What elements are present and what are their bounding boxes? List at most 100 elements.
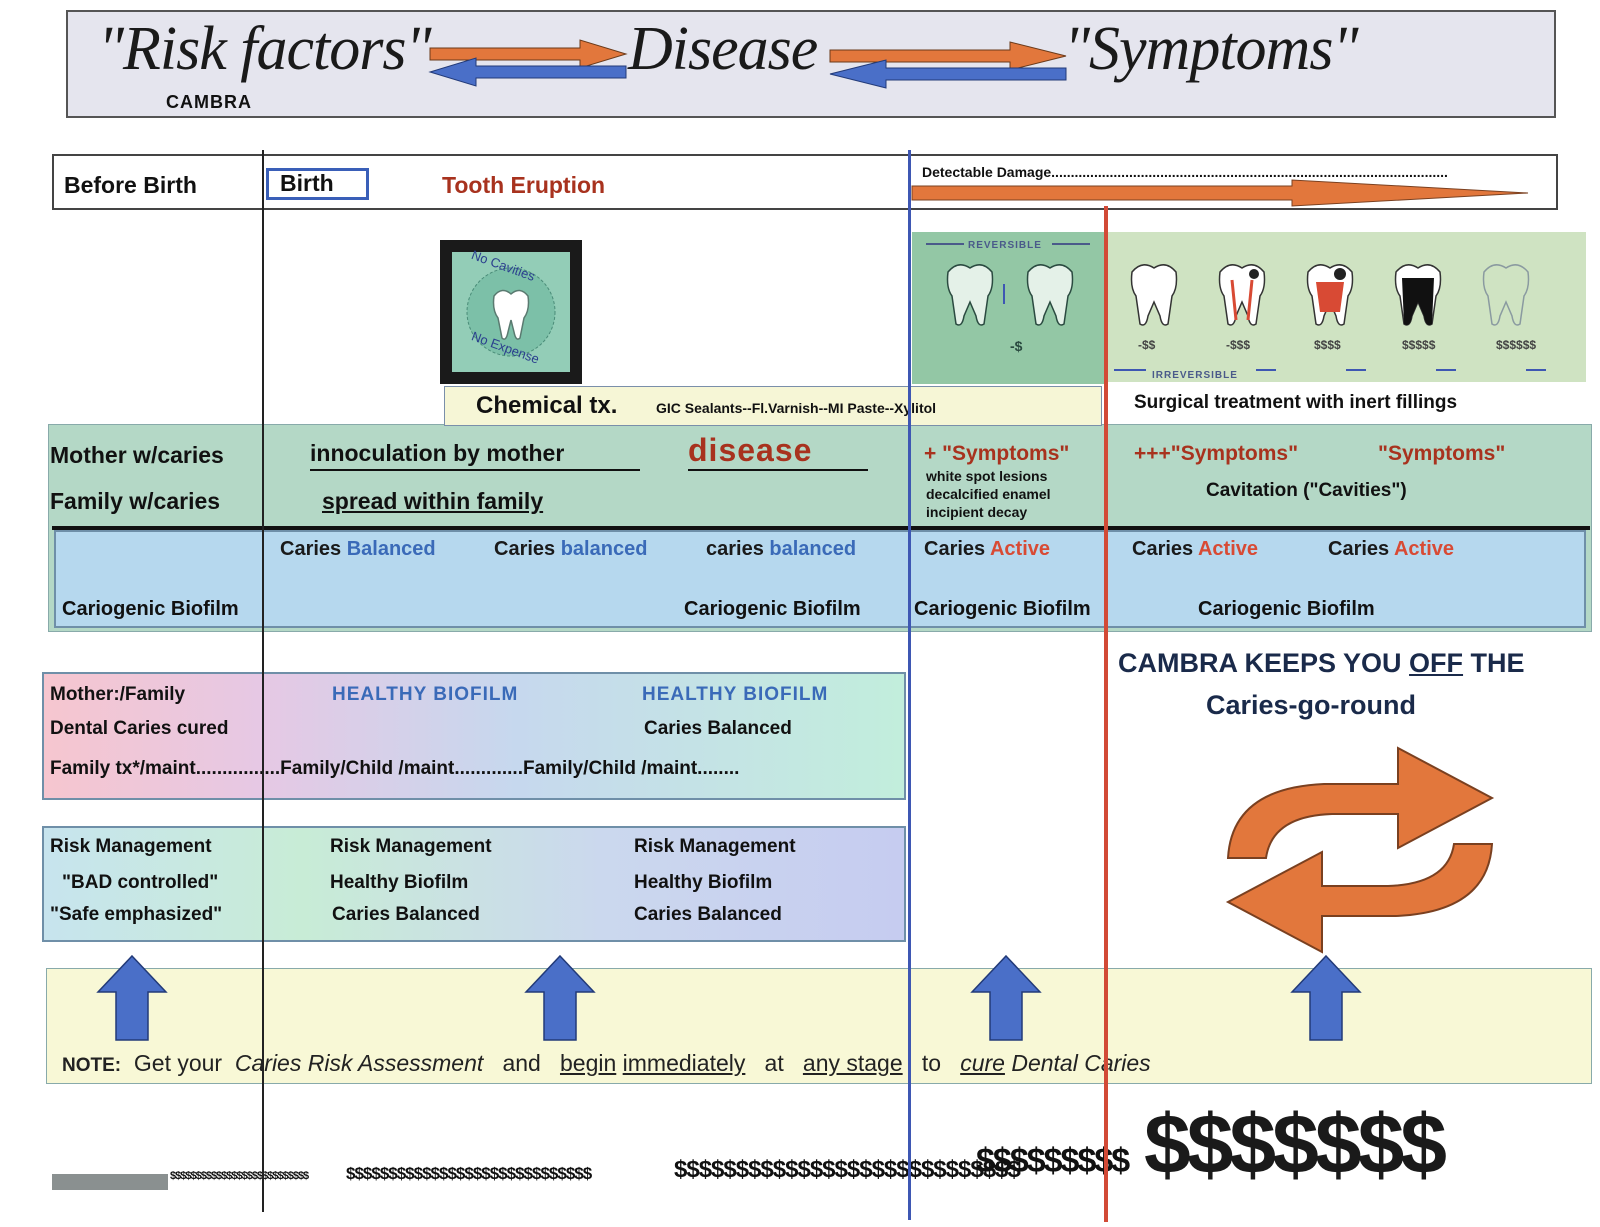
title-symptoms: "Symptoms" xyxy=(1064,15,1358,83)
mother-family-label: Mother:/Family xyxy=(50,684,186,705)
note-get-your: Get your xyxy=(133,1050,223,1076)
note-assessment: Caries Risk Assessment xyxy=(234,1050,484,1076)
innoculation-label: innoculation by mother xyxy=(310,440,640,471)
reversible-teeth-panel xyxy=(912,232,1104,384)
caries-word: Caries xyxy=(924,538,986,560)
note-at: at xyxy=(764,1050,784,1076)
caries-word: Caries xyxy=(1328,538,1390,560)
decalcified-enamel: decalcified enamel xyxy=(926,486,1051,502)
risk-healthy-biofilm-1: Healthy Biofilm xyxy=(330,872,469,893)
plus-symptoms: + "Symptoms" xyxy=(924,442,1070,465)
irreversible-divider-line xyxy=(1104,206,1108,1222)
detectable-divider-line xyxy=(908,150,911,1220)
note-to: to xyxy=(921,1050,942,1076)
risk-management-box xyxy=(42,826,906,942)
spread-label: spread within family xyxy=(322,488,544,514)
healthy-biofilm-2: HEALTHY BIOFILM xyxy=(642,684,829,705)
cariogenic-biofilm-4: Cariogenic Biofilm xyxy=(1198,598,1375,620)
birth-box xyxy=(266,168,369,200)
maintenance-line: Family tx*/maint................Family/C… xyxy=(50,758,740,779)
risk-management-2: Risk Management xyxy=(330,836,492,857)
caries-active-2: Caries Active xyxy=(1132,538,1258,561)
irreversible-tooth-icons xyxy=(1114,264,1546,371)
active-word: Active xyxy=(1197,538,1259,560)
risk-healthy-biofilm-2: Healthy Biofilm xyxy=(634,872,773,893)
note-line: NOTE: Get your Caries Risk Assessment an… xyxy=(62,1050,1151,1077)
balanced-word: Balanced xyxy=(346,538,436,560)
risk-management-3: Risk Management xyxy=(634,836,796,857)
cariogenic-biofilm-1: Cariogenic Biofilm xyxy=(62,598,239,620)
biofilm-band xyxy=(54,530,1586,628)
family-caries-balanced: Caries Balanced xyxy=(644,718,792,739)
balanced-word: balanced xyxy=(769,538,857,560)
cavitation-label: Cavitation ("Cavities") xyxy=(1206,480,1407,501)
title-banner xyxy=(66,10,1556,118)
title-cambra: CAMBRA xyxy=(166,92,252,112)
note-immediately: immediately xyxy=(622,1050,746,1076)
slogan-text: CAMBRA KEEPS YOU xyxy=(1118,648,1410,678)
balanced-word: balanced xyxy=(560,538,648,560)
cariogenic-biofilm-2: Cariogenic Biofilm xyxy=(684,598,861,620)
timeline-before-birth: Before Birth xyxy=(64,172,197,198)
cost-scale-large: $$$$$$$$$$$$$$$$$$$$$$$$$$$$ xyxy=(674,1156,1021,1183)
detectable-damage-arrow xyxy=(911,179,1529,207)
active-word: Active xyxy=(989,538,1051,560)
up-arrow-icon xyxy=(96,954,168,1041)
note-any-stage: any stage xyxy=(802,1050,903,1076)
reversible-tooth-icons xyxy=(926,243,1090,326)
slogan-off: OFF xyxy=(1409,648,1464,678)
timeline-birth: Birth xyxy=(280,170,334,196)
reversible-cost: -$ xyxy=(1010,338,1023,354)
title-double-arrow-left xyxy=(428,39,628,87)
cost-5: $$$$$$ xyxy=(1496,338,1537,352)
title-risk-factors: "Risk factors" xyxy=(98,15,432,83)
caries-go-round-icon xyxy=(1225,746,1495,954)
cariogenic-biofilm-3: Cariogenic Biofilm xyxy=(914,598,1091,620)
healthy-biofilm-1: HEALTHY BIOFILM xyxy=(332,684,519,705)
dental-caries-cured: Dental Caries cured xyxy=(50,718,229,739)
active-word: Active xyxy=(1393,538,1455,560)
cambra-slogan-line2: Caries-go-round xyxy=(1206,690,1417,720)
caries-word: Caries xyxy=(494,538,556,560)
note-dental-caries: Dental Caries xyxy=(1011,1050,1151,1076)
up-arrow-icon xyxy=(1290,954,1362,1041)
reversible-label: REVERSIBLE xyxy=(968,240,1042,251)
surgical-tx-label: Surgical treatment with inert fillings xyxy=(1134,392,1458,413)
caries-balanced-2: Caries balanced xyxy=(494,538,647,561)
cost-4: $$$$$ xyxy=(1402,338,1436,352)
note-label: NOTE: xyxy=(62,1055,122,1076)
irreversible-label: IRREVERSIBLE xyxy=(1152,370,1238,381)
cost-scale-xxlarge: $$$$$$$ xyxy=(1144,1097,1447,1191)
slogan-text: THE xyxy=(1463,648,1525,678)
caries-word: caries xyxy=(706,538,764,560)
caries-active-3: Caries Active xyxy=(1328,538,1454,561)
cost-2: -$$$ xyxy=(1226,338,1251,352)
title-double-arrow-right xyxy=(829,41,1067,89)
family-treatment-box xyxy=(42,672,906,800)
chemical-tx-detail: GIC Sealants--Fl.Varnish--MI Paste--Xyli… xyxy=(656,400,937,416)
risk-management-1: Risk Management xyxy=(50,836,212,857)
bad-controlled: "BAD controlled" xyxy=(62,872,219,893)
symptoms-right: "Symptoms" xyxy=(1378,442,1506,465)
caries-word: Caries xyxy=(1132,538,1194,560)
chemical-tx-box xyxy=(444,386,1102,426)
white-spot-lesions: white spot lesions xyxy=(926,468,1048,484)
birth-divider-line xyxy=(262,150,264,1212)
cost-3: $$$$ xyxy=(1314,338,1341,352)
caries-balanced-1: Caries Balanced xyxy=(280,538,436,561)
safe-emphasized: "Safe emphasized" xyxy=(50,904,223,925)
cost-scale-small: $$$$$$$$$$$$$$$$$$$$$$$$$$$ xyxy=(170,1170,309,1182)
family-caries: Family w/caries xyxy=(50,488,221,514)
healthy-tooth-icon xyxy=(466,267,556,357)
chemical-tx-label: Chemical tx. xyxy=(476,392,618,419)
band-divider xyxy=(52,526,1590,530)
up-arrow-icon xyxy=(524,954,596,1041)
title-disease: Disease xyxy=(628,15,818,83)
note-begin: begin xyxy=(559,1050,617,1076)
timeline-tooth-eruption: Tooth Eruption xyxy=(442,172,606,198)
disease-label: disease xyxy=(688,432,868,471)
risk-caries-balanced-2: Caries Balanced xyxy=(634,904,782,925)
up-arrow-icon xyxy=(970,954,1042,1041)
caries-word: Caries xyxy=(280,538,342,560)
cost-1: -$$ xyxy=(1138,338,1156,352)
